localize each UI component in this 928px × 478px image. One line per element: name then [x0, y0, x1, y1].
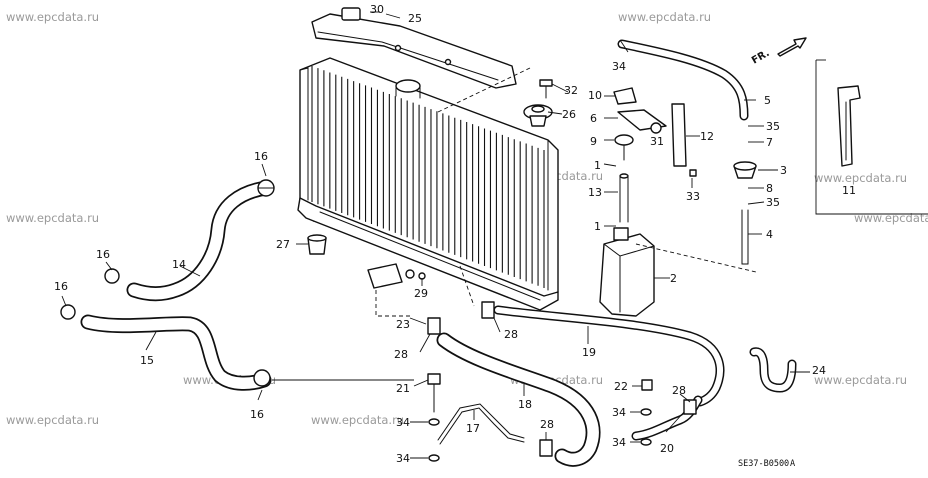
- radiator-core[interactable]: [297, 57, 559, 311]
- hose-14[interactable]: [126, 180, 274, 302]
- watermark: www.epcdata.ru: [6, 413, 99, 427]
- valve-9[interactable]: [614, 134, 634, 161]
- overflow-tube-4[interactable]: [741, 209, 749, 265]
- callout-23[interactable]: 23: [396, 318, 410, 331]
- hose-clamp-16a[interactable]: [257, 179, 275, 197]
- callout-13[interactable]: 13: [588, 186, 602, 199]
- callout-10[interactable]: 10: [588, 89, 602, 102]
- callout-24[interactable]: 24: [812, 364, 826, 377]
- callout-6[interactable]: 6: [590, 112, 597, 125]
- bracket-12[interactable]: [671, 103, 687, 167]
- watermark: www.epcdata.ru: [6, 10, 99, 24]
- arrow-icon: [777, 37, 807, 57]
- callout-7[interactable]: 7: [766, 136, 773, 149]
- reserve-tank[interactable]: [599, 227, 655, 317]
- callout-5[interactable]: 5: [764, 94, 771, 107]
- callout-1[interactable]: 1: [594, 159, 601, 172]
- callout-4[interactable]: 4: [766, 228, 773, 241]
- hose-24[interactable]: [749, 347, 797, 393]
- callout-17[interactable]: 17: [466, 422, 480, 435]
- pipe-17[interactable]: [437, 403, 525, 445]
- hose-clamp-16b[interactable]: [104, 268, 120, 284]
- hose-clamp-16d[interactable]: [253, 369, 271, 387]
- callout-11[interactable]: 11: [842, 184, 856, 197]
- callout-28[interactable]: 28: [672, 384, 686, 397]
- bolt-33[interactable]: [689, 169, 697, 177]
- clip-28[interactable]: [427, 301, 697, 457]
- diagram-code-text: SE37-B0500: [738, 459, 789, 469]
- leader-lines: [61, 11, 810, 459]
- callout-21[interactable]: 21: [396, 382, 410, 395]
- callout-20[interactable]: 20: [660, 442, 674, 455]
- callout-28[interactable]: 28: [394, 348, 408, 361]
- front-direction-arrow: FR.: [750, 37, 807, 67]
- callout-16[interactable]: 16: [254, 150, 268, 163]
- bolt-32[interactable]: [539, 79, 553, 99]
- callout-14[interactable]: 14: [172, 258, 186, 271]
- callout-3[interactable]: 3: [780, 164, 787, 177]
- callout-34[interactable]: 34: [396, 416, 410, 429]
- hose-19[interactable]: [493, 305, 725, 407]
- radiator-cap[interactable]: [523, 104, 553, 127]
- callout-15[interactable]: 15: [140, 354, 154, 367]
- callout-32[interactable]: 32: [564, 84, 578, 97]
- watermark: www.epcdata.ru: [311, 413, 404, 427]
- callout-2[interactable]: 2: [670, 272, 677, 285]
- callout-1[interactable]: 1: [594, 220, 601, 233]
- bolt-31[interactable]: [650, 122, 662, 134]
- callout-8[interactable]: 8: [766, 182, 773, 195]
- overflow-tube-5[interactable]: [617, 39, 749, 121]
- callout-26[interactable]: 26: [562, 108, 576, 121]
- diagram-code-suffix: A: [790, 459, 795, 469]
- callout-numbers: 30 25 34 5 32 10 26 6 35 12 7 9 31 3 1 8…: [54, 3, 856, 465]
- callout-28[interactable]: 28: [540, 418, 554, 431]
- callout-35[interactable]: 35: [766, 196, 780, 209]
- watermark: www.epcdata.ru: [814, 373, 907, 387]
- tube-13[interactable]: [619, 173, 629, 223]
- upper-radiator-support[interactable]: [311, 7, 517, 89]
- callout-19[interactable]: 19: [582, 346, 596, 359]
- radiator-fins: [311, 66, 545, 288]
- hose-15[interactable]: [80, 314, 272, 391]
- callout-31[interactable]: 31: [650, 135, 664, 148]
- callout-16[interactable]: 16: [250, 408, 264, 421]
- callout-18[interactable]: 18: [518, 398, 532, 411]
- bolt-22[interactable]: [641, 379, 653, 391]
- callout-25[interactable]: 25: [408, 12, 422, 25]
- callout-34[interactable]: 34: [612, 406, 626, 419]
- callout-16[interactable]: 16: [54, 280, 68, 293]
- callout-27[interactable]: 27: [276, 238, 290, 251]
- callout-12[interactable]: 12: [700, 130, 714, 143]
- watermark: www.epcdata.ru: [854, 211, 928, 225]
- callout-30[interactable]: 30: [370, 3, 384, 16]
- direction-label: FR.: [750, 48, 772, 67]
- thermo-switch[interactable]: [367, 263, 426, 289]
- washer-34[interactable]: [428, 408, 652, 462]
- drain-plug[interactable]: [307, 234, 327, 255]
- bolt-21[interactable]: [427, 373, 441, 413]
- callout-35[interactable]: 35: [766, 120, 780, 133]
- watermark: www.epcdata.ru: [6, 211, 99, 225]
- callout-28[interactable]: 28: [504, 328, 518, 341]
- bracket-11-inset[interactable]: [815, 59, 928, 215]
- callout-9[interactable]: 9: [590, 135, 597, 148]
- clip-10[interactable]: [613, 87, 637, 105]
- callout-34[interactable]: 34: [612, 436, 626, 449]
- hose-clamp-16c[interactable]: [60, 304, 76, 320]
- diagram-code: SE37-B0500 A: [738, 459, 795, 469]
- watermark: www.epcdata.ru: [618, 10, 711, 24]
- hose-18[interactable]: [436, 332, 601, 467]
- callout-22[interactable]: 22: [614, 380, 628, 393]
- callout-16[interactable]: 16: [96, 248, 110, 261]
- callout-33[interactable]: 33: [686, 190, 700, 203]
- callout-29[interactable]: 29: [414, 287, 428, 300]
- watermark: www.epcdata.ru: [814, 171, 907, 185]
- reserve-cap[interactable]: [733, 161, 757, 179]
- callout-34[interactable]: 34: [612, 60, 626, 73]
- callout-34[interactable]: 34: [396, 452, 410, 465]
